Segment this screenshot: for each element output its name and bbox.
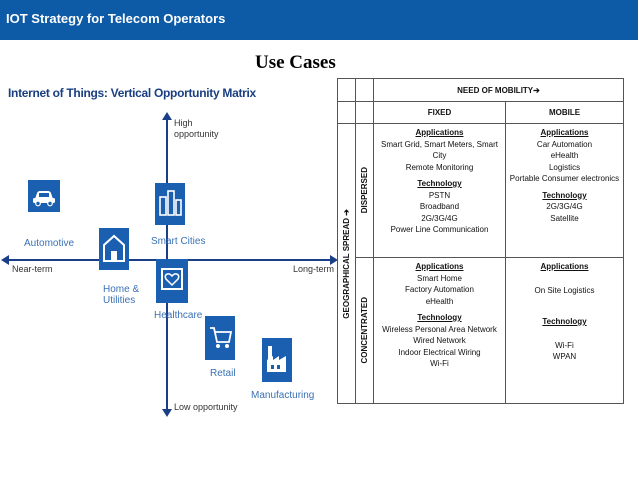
- home-utilities-label: Home & Utilities: [103, 284, 139, 306]
- list-item: Smart Home: [417, 273, 462, 283]
- need-of-mobility-header: NEED OF MOBILITY➔: [373, 78, 624, 102]
- list-item: Remote Monitoring: [405, 162, 474, 172]
- list-item: Wired Network: [413, 336, 466, 345]
- home-utilities-label-line2: Utilities: [103, 295, 136, 306]
- list-item: Factory Automation: [405, 285, 474, 294]
- concentrated-row-header: CONCENTRATED: [355, 257, 374, 404]
- list-item: Power Line Communication: [390, 225, 489, 234]
- manufacturing-label: Manufacturing: [251, 390, 315, 401]
- dispersed-label: DISPERSED: [360, 167, 369, 214]
- factory-icon: [262, 338, 292, 382]
- header-bar: IOT Strategy for Telecom Operators: [0, 0, 638, 40]
- dispersed-mobile-cell: Applications Car Automation eHealth Logi…: [505, 123, 624, 258]
- list-item: WPAN: [552, 352, 577, 361]
- list-item: Smart Grid, Smart Meters, Smart City: [381, 139, 498, 161]
- axis-label-long-term: Long-term: [293, 264, 335, 274]
- arrow-down-icon: [162, 409, 172, 417]
- corner-cell-2: [355, 78, 374, 102]
- list-item: Wi-Fi: [555, 340, 574, 350]
- list-item: Wi-Fi: [430, 359, 449, 368]
- concentrated-fixed-cell: Applications Smart Home Factory Automati…: [373, 257, 506, 404]
- buildings-icon: [155, 183, 185, 225]
- smart-cities-label: Smart Cities: [151, 236, 206, 247]
- list-item: PSTN: [428, 190, 451, 200]
- list-item: 2G/3G/4G: [421, 213, 458, 223]
- mobile-column-header: MOBILE: [505, 101, 624, 124]
- applications-heading: Applications: [415, 128, 464, 137]
- dispersed-fixed-cell: Applications Smart Grid, Smart Meters, S…: [373, 123, 506, 258]
- matrix-title: Internet of Things: Vertical Opportunity…: [8, 86, 256, 100]
- dispersed-row-header: DISPERSED: [355, 123, 374, 258]
- list-item: Logistics: [548, 162, 581, 172]
- technology-heading: Technology: [417, 313, 462, 322]
- arrow-left-icon: [1, 255, 9, 265]
- list-item: On Site Logistics: [534, 285, 595, 295]
- applications-heading: Applications: [540, 128, 589, 137]
- technology-heading: Technology: [542, 317, 587, 326]
- retail-label: Retail: [210, 368, 236, 379]
- list-item: Car Automation: [536, 139, 593, 149]
- list-item: Satellite: [550, 213, 579, 223]
- geographical-spread-label: GEOGRAPHICAL SPREAD ➔: [342, 208, 351, 319]
- geographical-spread-cell: GEOGRAPHICAL SPREAD ➔: [337, 123, 356, 404]
- axis-label-low: Low opportunity: [174, 402, 238, 412]
- arrow-right-icon: [330, 255, 338, 265]
- axis-label-near-term: Near-term: [12, 264, 53, 274]
- corner-cell-4: [355, 101, 374, 124]
- fixed-column-header: FIXED: [373, 101, 506, 124]
- heart-monitor-icon: [156, 259, 188, 303]
- automotive-label: Automotive: [24, 238, 75, 249]
- home-utilities-label-line1: Home &: [103, 284, 140, 295]
- list-item: Wireless Personal Area Network: [382, 324, 497, 334]
- axis-label-high: High opportunity: [174, 118, 219, 140]
- slide-title: Use Cases: [255, 52, 336, 73]
- house-icon: [99, 228, 129, 270]
- technology-heading: Technology: [417, 179, 462, 188]
- list-item: Broadband: [419, 202, 460, 211]
- concentrated-mobile-cell: Applications On Site Logistics Technolog…: [505, 257, 624, 404]
- applications-heading: Applications: [415, 262, 464, 271]
- concentrated-label: CONCENTRATED: [360, 297, 369, 364]
- usecase-table: NEED OF MOBILITY➔ FIXED MOBILE GEOGRAPHI…: [337, 78, 624, 404]
- technology-heading: Technology: [542, 190, 587, 200]
- car-icon: [28, 180, 60, 212]
- list-item: Portable Consumer electronics: [509, 174, 620, 183]
- corner-cell-1: [337, 78, 356, 102]
- arrow-up-icon: [162, 112, 172, 120]
- list-item: Indoor Electrical Wiring: [398, 347, 481, 357]
- presentation-title: IOT Strategy for Telecom Operators: [6, 11, 226, 26]
- list-item: 2G/3G/4G: [546, 202, 583, 211]
- corner-cell-3: [337, 101, 356, 124]
- healthcare-label: Healthcare: [154, 310, 203, 321]
- cart-icon: [205, 316, 235, 360]
- list-item: eHealth: [425, 296, 454, 306]
- axis-label-high-line2: opportunity: [174, 129, 219, 139]
- applications-heading: Applications: [540, 262, 589, 271]
- axis-label-high-line1: High: [174, 118, 193, 128]
- list-item: eHealth: [550, 151, 579, 160]
